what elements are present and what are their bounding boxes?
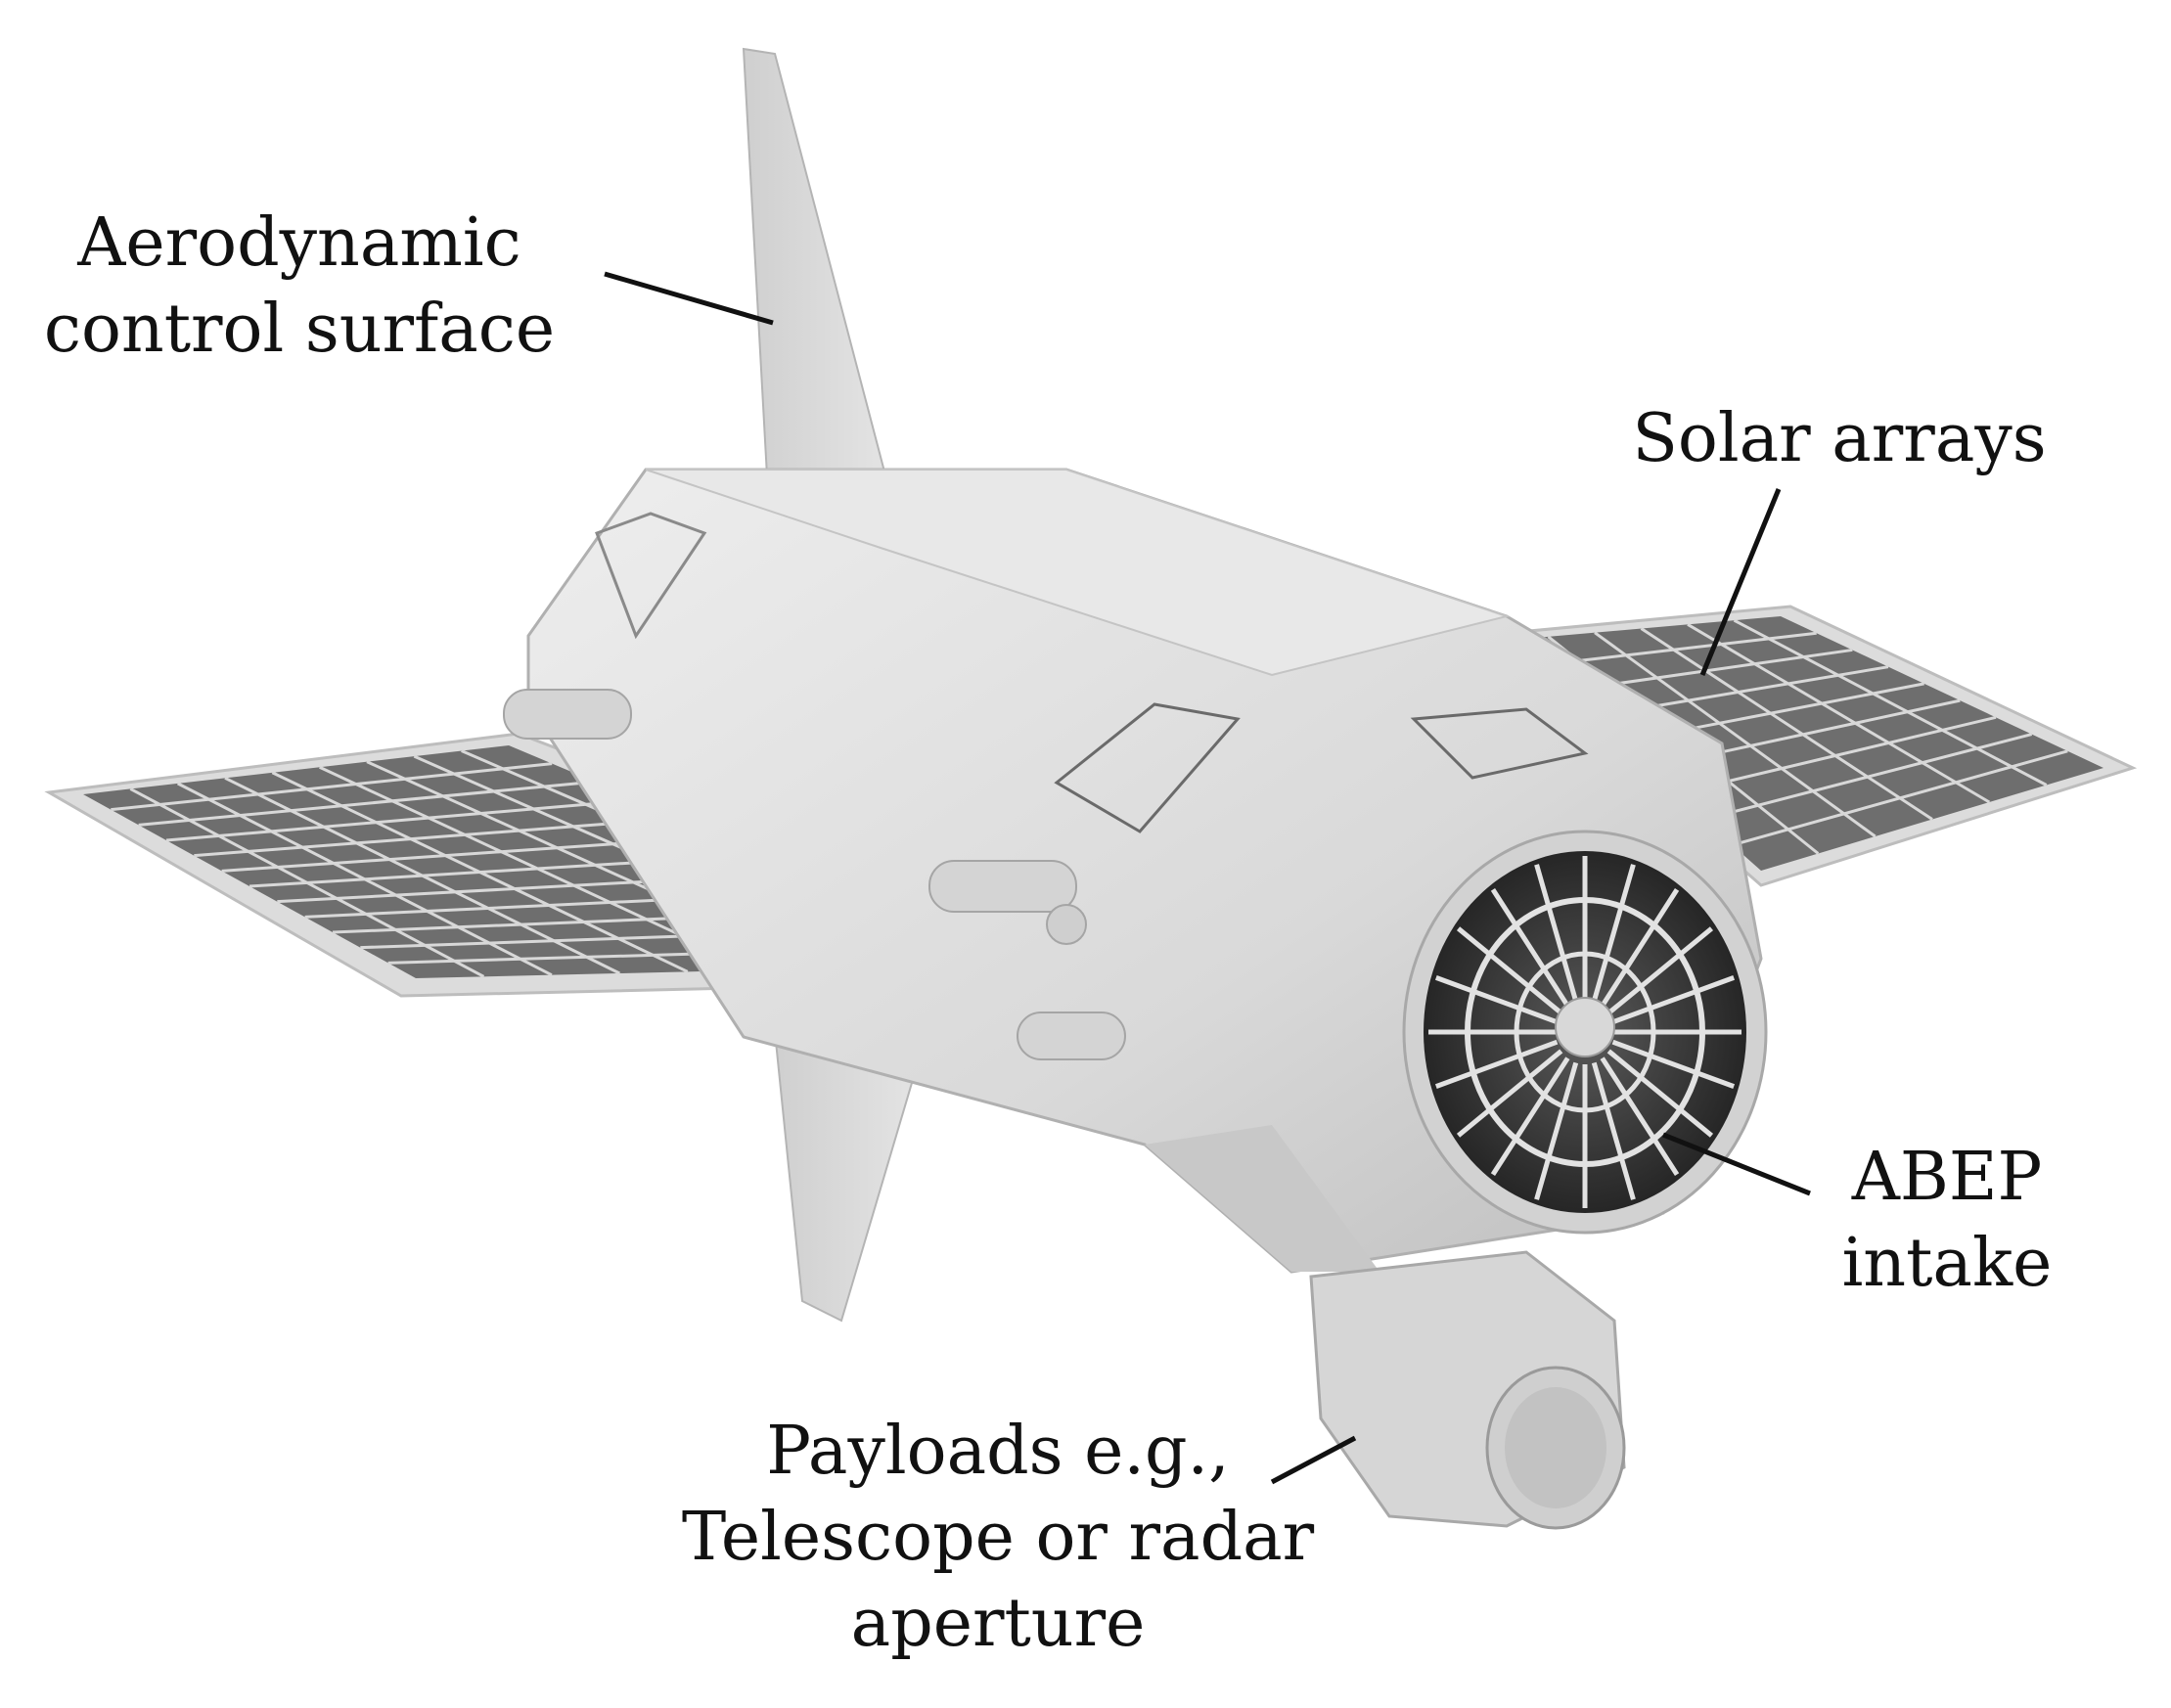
solar-cell-divider — [1687, 623, 1991, 804]
intake-spoke — [1456, 926, 1563, 1015]
label-line: Aerodynamic — [77, 204, 521, 282]
intake-spoke — [1490, 1056, 1570, 1176]
solar-cell-divider — [1732, 749, 2068, 847]
leader-solar — [1699, 488, 1782, 676]
intake-spoke — [1600, 888, 1680, 1008]
label-line: Telescope or radar — [681, 1499, 1315, 1576]
intake-spoke — [1534, 1061, 1579, 1200]
intake-spoke — [1600, 1056, 1680, 1176]
label-line: ABEP — [1851, 1139, 2043, 1216]
label-line: aperture — [850, 1585, 1146, 1662]
solar-cell-divider — [1733, 618, 2048, 787]
label-payloads: Payloads e.g., Telescope or radar apertu… — [675, 1409, 1321, 1667]
intake-spoke — [1606, 1049, 1714, 1138]
label-line: Payloads e.g., — [766, 1413, 1230, 1490]
leader-aero — [604, 271, 774, 326]
intake-spoke — [1611, 1039, 1736, 1089]
intake-spoke — [1591, 864, 1636, 1003]
label-line: control surface — [43, 291, 556, 368]
label-line: intake — [1841, 1225, 2053, 1302]
upper-fin — [742, 47, 892, 495]
label-line: Solar arrays — [1632, 400, 2047, 477]
intake-spoke — [1534, 864, 1579, 1003]
solar-cell-divider — [165, 798, 639, 842]
label-aerodynamic-control-surface: Aerodynamic control surface — [35, 201, 564, 373]
intake-spoke — [1606, 926, 1714, 1015]
leader-abep — [1662, 1132, 1811, 1196]
intake-spoke — [1591, 1061, 1636, 1200]
solar-cell-divider — [1640, 627, 1933, 821]
label-abep-intake: ABEP intake — [1820, 1135, 2074, 1307]
intake-spoke — [1434, 1039, 1559, 1089]
intake-spoke — [1434, 975, 1559, 1025]
intake-spoke — [1456, 1049, 1563, 1138]
solar-cell-divider — [138, 780, 596, 827]
solar-cell-divider — [111, 762, 553, 812]
solar-cell-divider — [194, 816, 682, 858]
intake-spoke — [1490, 888, 1570, 1008]
intake-spoke — [1611, 975, 1736, 1025]
solar-cell-divider — [1702, 733, 2033, 822]
label-solar-arrays: Solar arrays — [1624, 396, 2055, 482]
solar-cell-divider — [1594, 631, 1877, 838]
abep-intake — [1402, 830, 1768, 1235]
leader-payload — [1270, 1435, 1357, 1485]
payload-pod — [1309, 1250, 1626, 1530]
